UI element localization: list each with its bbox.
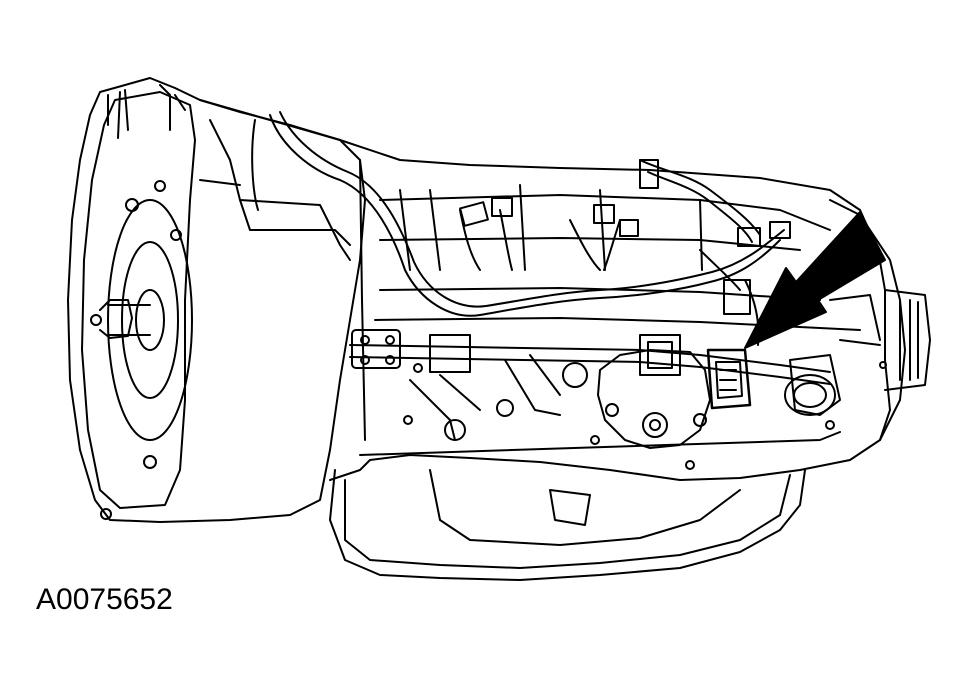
- shift-rod: [349, 329, 831, 385]
- torque-converter: [99, 199, 193, 441]
- case-bolts: [403, 361, 887, 470]
- figure-id-label: A0075652: [36, 583, 173, 616]
- harness-connectors: [459, 159, 791, 315]
- support-struts: [409, 354, 588, 441]
- callout-arrow-icon: [744, 211, 886, 349]
- range-sensor: [597, 334, 752, 449]
- oil-pan: [329, 431, 841, 581]
- transmission-case: [199, 99, 891, 481]
